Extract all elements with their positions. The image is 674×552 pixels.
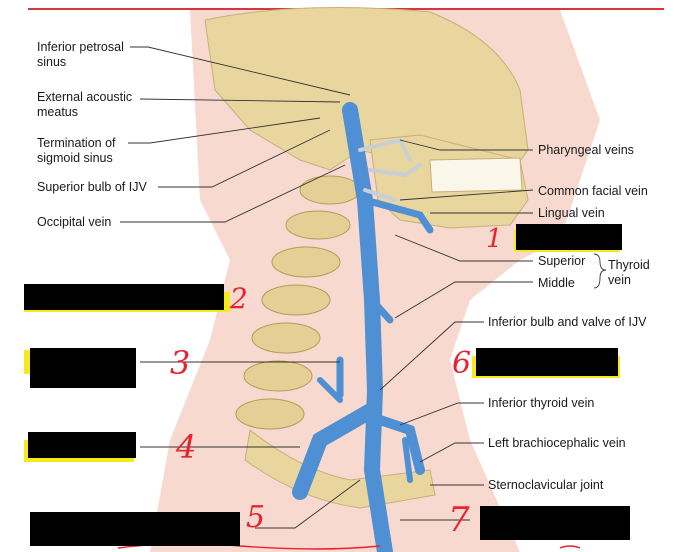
label-left-brachiocephalic-vein: Left brachiocephalic vein bbox=[488, 436, 626, 450]
redaction-block bbox=[30, 348, 136, 388]
annotation-number: 5 bbox=[246, 500, 266, 535]
teeth bbox=[429, 157, 523, 193]
leader-lines bbox=[120, 46, 534, 529]
label-inferior-petrosal-sinus: Inferior petrosal sinus bbox=[37, 40, 124, 69]
handwriting-mark bbox=[559, 545, 581, 549]
label-common-facial-vein: Common facial vein bbox=[538, 184, 648, 198]
annotation-number: 4 bbox=[176, 428, 197, 466]
label-thyroid-vein: Thyroid vein bbox=[608, 258, 650, 287]
label-termination-sigmoid-sinus: Termination of sigmoid sinus bbox=[37, 136, 116, 165]
annotation-number: 3 bbox=[170, 344, 191, 382]
annotation-number: 6 bbox=[452, 346, 472, 381]
redaction-block bbox=[476, 348, 618, 376]
annotation-number: 1 bbox=[486, 224, 503, 254]
label-inferior-thyroid-vein: Inferior thyroid vein bbox=[488, 396, 595, 410]
label-external-acoustic-meatus: External acoustic meatus bbox=[37, 90, 133, 119]
label-middle: Middle bbox=[538, 276, 575, 290]
label-occipital-vein: Occipital vein bbox=[37, 215, 112, 229]
label-inferior-bulb-valve: Inferior bulb and valve of IJV bbox=[488, 315, 647, 329]
label-superior-bulb-ijv: Superior bulb of IJV bbox=[37, 180, 147, 194]
label-superior: Superior bbox=[538, 254, 586, 268]
redaction-block bbox=[480, 506, 630, 540]
internal-jugular-vein bbox=[342, 102, 393, 552]
redaction-block bbox=[28, 432, 136, 458]
annotation-number: 2 bbox=[230, 282, 248, 315]
redaction-block bbox=[30, 512, 240, 546]
redaction-block bbox=[516, 224, 622, 250]
clavicle bbox=[244, 429, 436, 509]
annotation-number: 7 bbox=[448, 500, 470, 540]
redaction-block bbox=[24, 284, 224, 310]
label-lingual-vein: Lingual vein bbox=[538, 206, 605, 220]
veins bbox=[292, 102, 434, 552]
thyroid-bracket bbox=[593, 253, 607, 289]
label-pharyngeal-veins: Pharyngeal veins bbox=[538, 143, 634, 157]
label-sternoclavicular-joint: Sternoclavicular joint bbox=[488, 478, 604, 492]
